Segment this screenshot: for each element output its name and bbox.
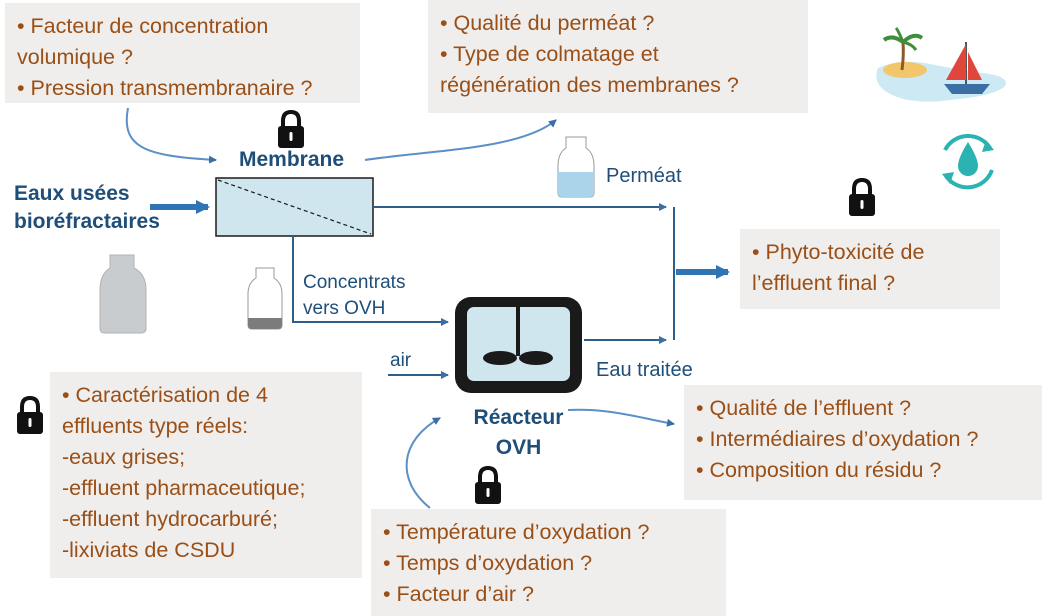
text-line: -eaux grises; [62,445,186,469]
island-boat-icon [876,26,1006,102]
curve-arrow-oxidation [405,417,441,509]
permeate-label: Perméat [606,165,682,187]
text-line: • Temps d’oxydation ? [383,551,593,575]
membrane-params-box: • Facteur de concentration volumique ? •… [5,3,360,103]
text-line: • Composition du résidu ? [696,458,942,482]
reactor-label-line: OVH [495,436,542,459]
text-line: -effluent pharmaceutique; [62,476,306,500]
text-line: -effluent hydrocarburé; [62,507,278,531]
concentrates-label: Concentrats vers OVH [303,270,405,322]
effluents-box: • Caractérisation de 4 effluents type ré… [50,372,362,578]
concentrates-label-line: vers OVH [303,298,386,319]
text-line: • Pression transmembranaire ? [17,76,313,100]
treated-label: Eau traitée [596,359,693,381]
concentrate-flow-line [292,236,449,326]
input-label: Eaux usées bioréfractaires [14,180,160,236]
reactor-stirrer-icon [455,297,582,393]
text-line: volumique ? [17,45,133,69]
text-line: régénération des membranes ? [440,73,739,97]
bottle-icon [557,136,595,198]
text-line: • Facteur d’air ? [383,582,534,606]
air-label: air [390,350,412,371]
text-line: • Qualité de l’effluent ? [696,396,912,420]
text-line: • Qualité du perméat ? [440,11,655,35]
text-line: • Facteur de concentration [17,14,269,38]
lock-icon [475,465,501,504]
bottle-icon [99,254,147,334]
final-effluent-box: • Phyto-toxicité de l’effluent final ? [740,229,1000,309]
membrane-label: Membrane [239,148,345,171]
treated-water-box: • Qualité de l’effluent ? • Intermédiair… [684,385,1042,500]
text-line: • Phyto-toxicité de [752,240,925,264]
text-line: • Type de colmatage et [440,42,659,66]
curve-arrow-permeate-questions [364,119,557,161]
permeate-questions-box: • Qualité du perméat ? • Type de colmata… [428,0,808,113]
lock-icon [278,109,304,148]
input-label-line: bioréfractaires [14,210,160,233]
membrane-unit [215,177,374,237]
text-line: effluents type réels: [62,414,249,438]
text-line: • Intermédiaires d’oxydation ? [696,427,979,451]
lock-icon [849,177,875,216]
oxidation-params-box: • Température d’oxydation ? • Temps d’ox… [371,509,726,616]
text-line: -lixiviats de CSDU [62,538,236,562]
text-line: • Température d’oxydation ? [383,520,650,544]
concentrates-label-line: Concentrats [303,272,406,293]
water-recycle-icon [942,133,994,190]
text-line: • Caractérisation de 4 [62,383,268,407]
reactor-label: Réacteur OVH [466,403,571,463]
lock-icon [17,395,43,434]
bottle-icon [247,267,283,330]
text-line: l’effluent final ? [752,271,896,295]
curve-arrow-membrane-params [125,107,217,164]
input-label-line: Eaux usées [14,182,130,205]
reactor-label-line: Réacteur [473,406,564,429]
curve-arrow-treated [567,408,675,427]
